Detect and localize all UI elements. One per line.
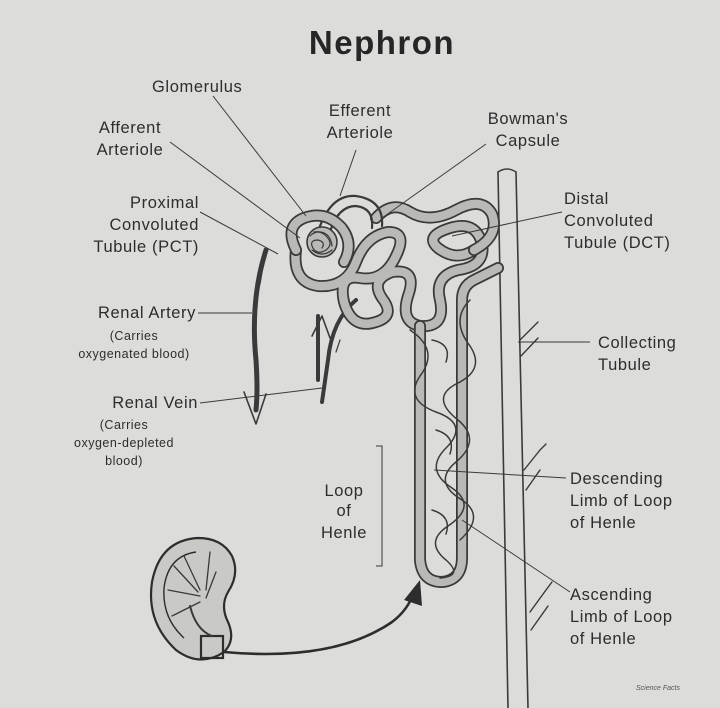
label-renal-vein-note-2: oxygen-depleted [74,436,174,450]
label-renal-vein-note-1: (Carries [100,418,148,432]
label-glomerulus: Glomerulus [152,78,242,96]
renal-vessels [243,247,358,425]
bowmans-capsule [285,209,355,268]
label-loop-3: Henle [321,524,367,542]
label-loop-2: of [337,502,352,520]
kidney-icon [150,536,237,661]
diagram-title: Nephron [309,24,455,61]
label-ascending-1: Ascending [570,586,652,604]
label-renal-artery: Renal Artery [98,304,196,322]
zoom-arrow [223,591,416,656]
glomerulus-icon [309,231,333,255]
label-pct-1: Proximal [130,194,199,212]
label-renal-vein-note-3: blood) [105,454,143,468]
label-bowmans-1: Bowman's [488,110,568,128]
label-loop-1: Loop [324,482,363,500]
label-afferent-2: Arteriole [97,141,164,159]
label-descending-2: Limb of Loop [570,492,673,510]
label-descending-3: of Henle [570,514,636,532]
label-dct-3: Tubule (DCT) [564,234,671,252]
leader-lines [169,95,590,593]
label-renal-artery-note-1: (Carries [110,329,158,343]
label-collecting-1: Collecting [598,334,676,352]
label-pct-3: Tubule (PCT) [93,238,199,256]
label-ascending-3: of Henle [570,630,636,648]
label-efferent-1: Efferent [329,102,391,120]
label-pct-2: Convoluted [110,216,199,234]
label-ascending-2: Limb of Loop [570,608,673,626]
label-renal-artery-note-2: oxygenated blood) [78,347,189,361]
label-efferent-2: Arteriole [327,124,394,142]
label-afferent-1: Afferent [99,119,161,137]
watermark: Science Facts [636,685,680,692]
label-descending-1: Descending [570,470,663,488]
label-renal-vein: Renal Vein [112,394,198,412]
label-dct-2: Convoluted [564,212,653,230]
label-dct-1: Distal [564,190,609,208]
collecting-tubule [497,168,553,708]
label-bowmans-2: Capsule [496,132,561,150]
zoom-arrowhead [404,580,422,606]
label-collecting-2: Tubule [598,356,651,374]
nephron-tubule [289,194,504,588]
